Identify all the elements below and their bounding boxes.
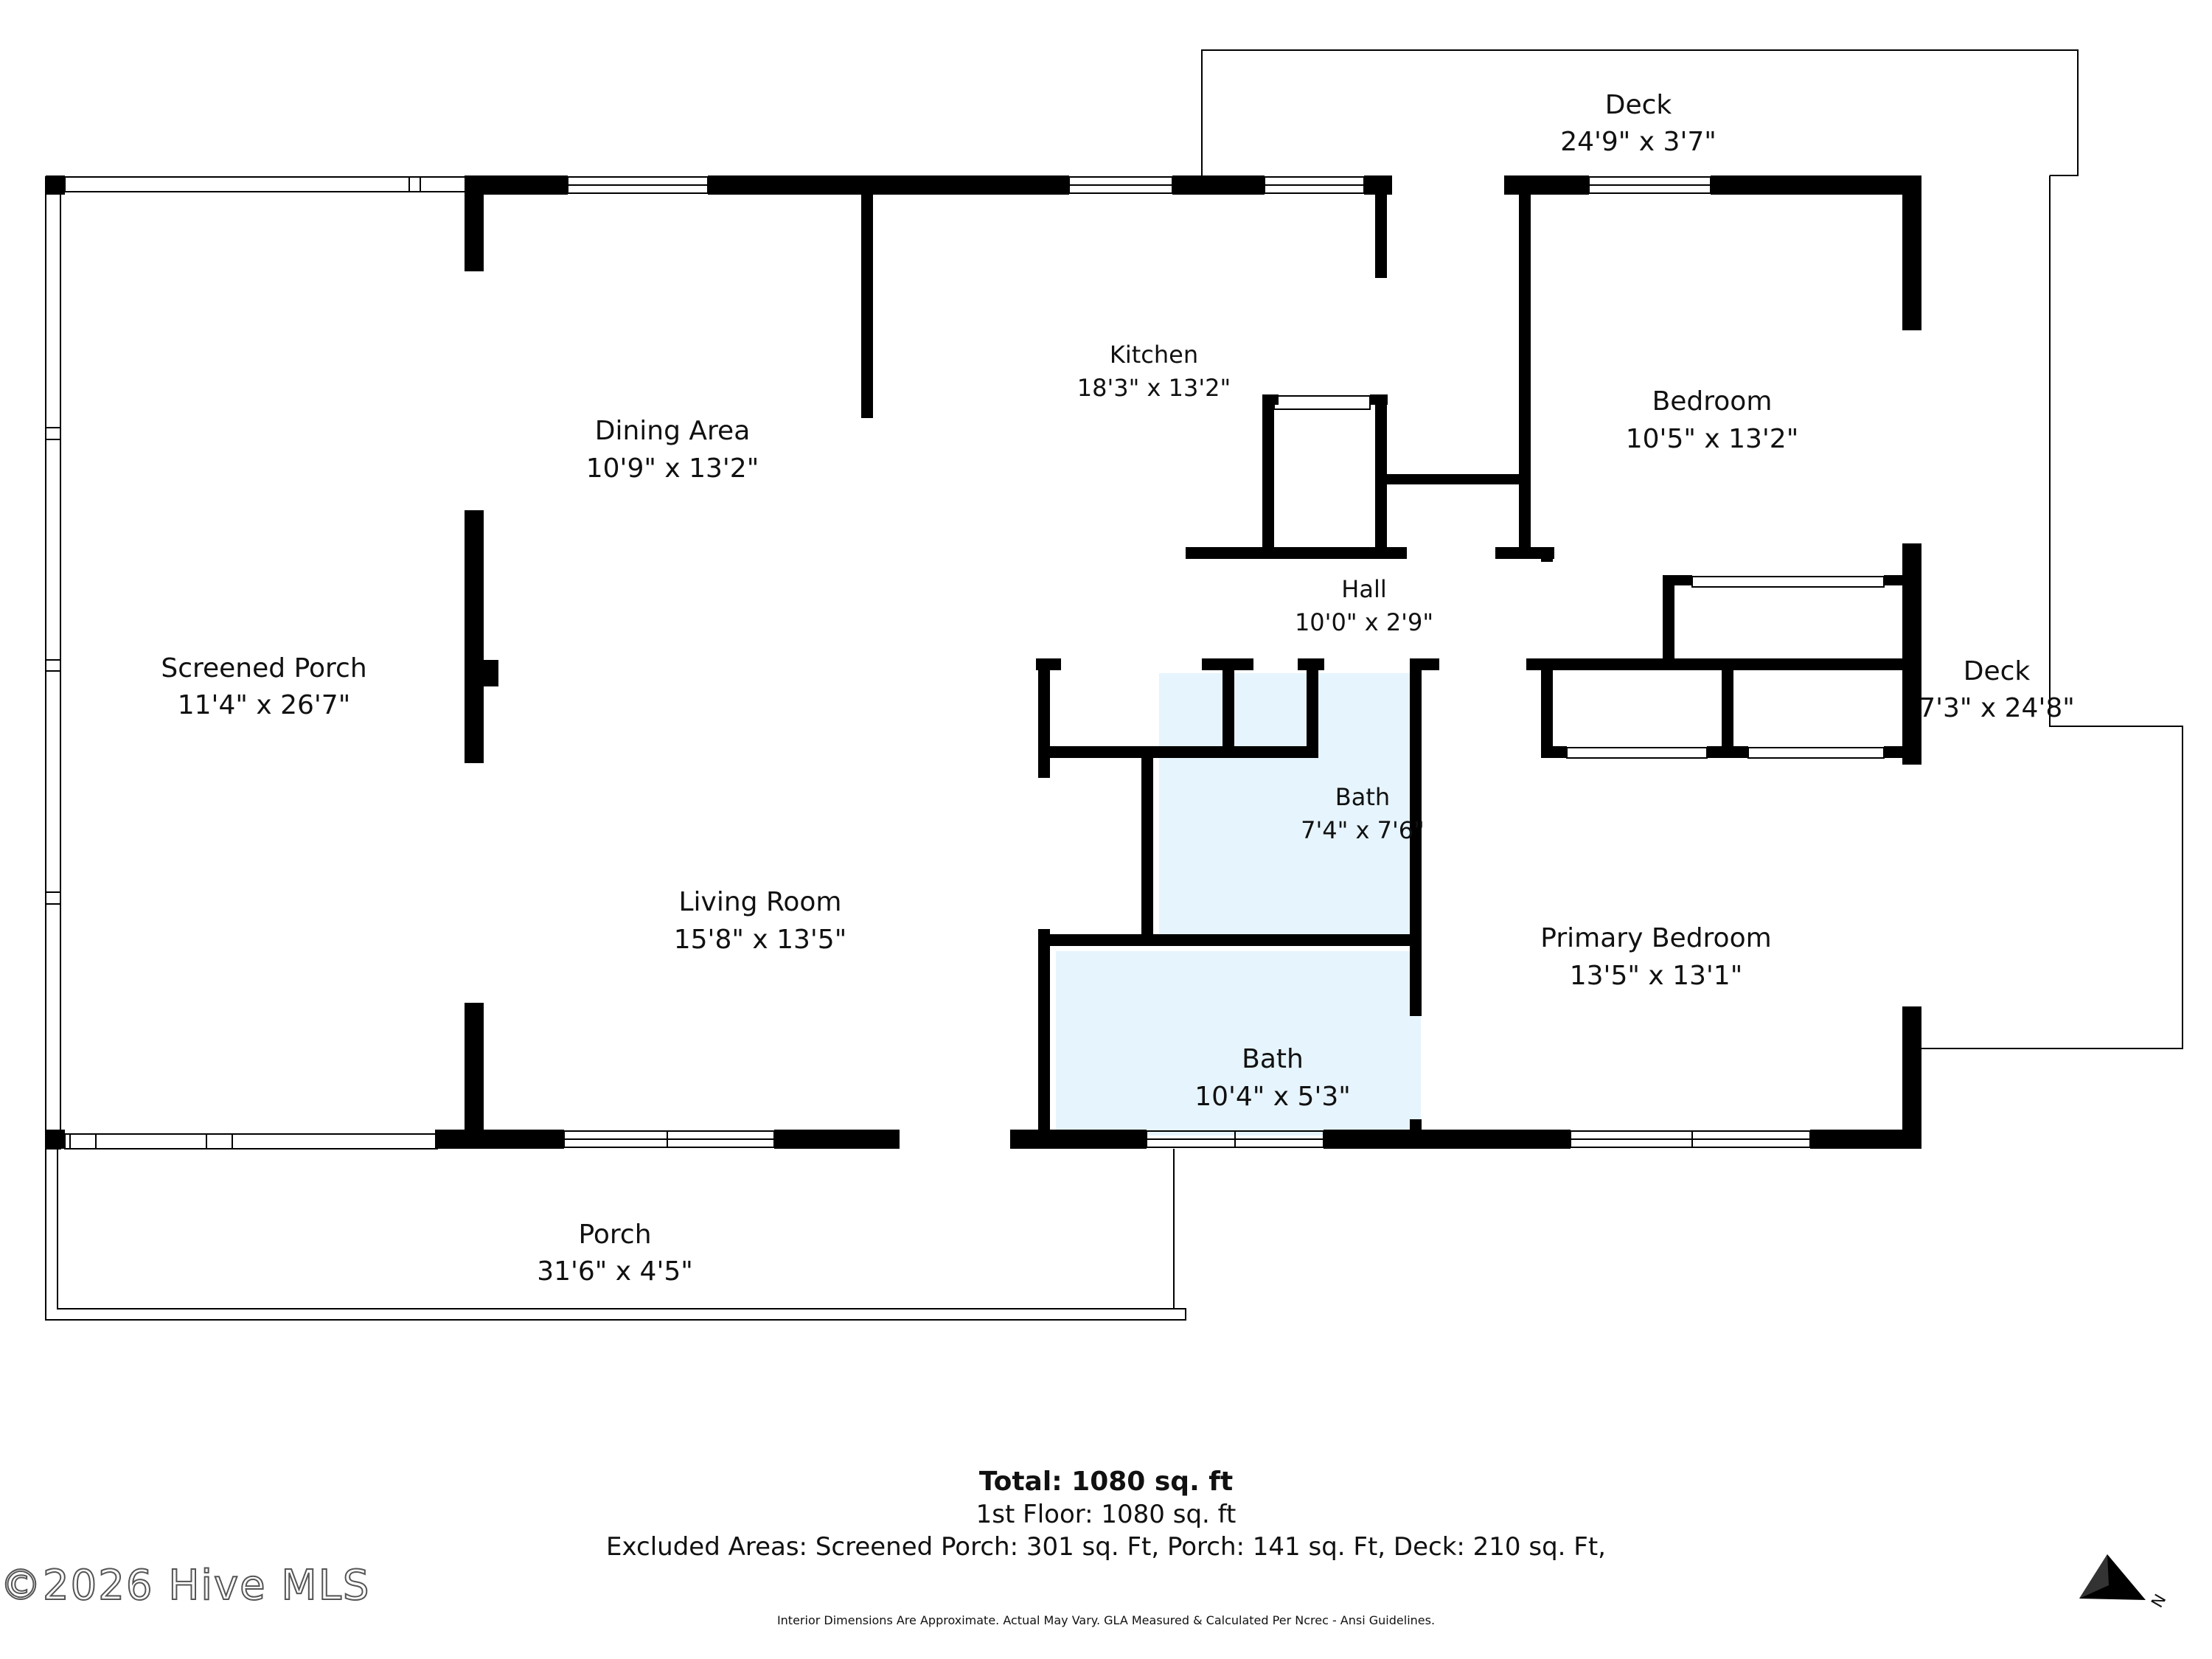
windows [563, 176, 1885, 1148]
dining-dims: 10'9" x 13'2" [586, 453, 759, 484]
bath-upper-fill [1159, 673, 1421, 940]
north-arrow-icon [2079, 1554, 2146, 1600]
compass-letter: N [2149, 1591, 2171, 1611]
hall-dims: 10'0" x 2'9" [1295, 608, 1433, 636]
area-summary: Total: 1080 sq. ft 1st Floor: 1080 sq. f… [0, 1466, 2212, 1563]
bath-lower-dims: 10'4" x 5'3" [1194, 1082, 1351, 1112]
living-room-name: Living Room [679, 887, 842, 917]
living-room-dims: 15'8" x 13'5" [674, 925, 847, 955]
porch-dims: 31'6" x 4'5" [537, 1256, 693, 1287]
bedroom-name: Bedroom [1652, 386, 1773, 417]
kitchen-name: Kitchen [1110, 341, 1198, 369]
bedroom-dims: 10'5" x 13'2" [1626, 424, 1799, 454]
deck-top-outline [1201, 49, 2079, 177]
deck-right-dims: 7'3" x 24'8" [1919, 693, 2075, 723]
porch-outline [45, 1149, 1186, 1321]
deck-top-name: Deck [1605, 90, 1672, 120]
deck-top-dims: 24'9" x 3'7" [1560, 127, 1717, 157]
porch-name: Porch [578, 1220, 651, 1250]
hall-name: Hall [1341, 575, 1386, 603]
bath-upper-dims: 7'4" x 7'6" [1301, 816, 1425, 844]
floor-line: 1st Floor: 1080 sq. ft [975, 1500, 1237, 1529]
dining-name: Dining Area [595, 416, 751, 446]
kitchen-dims: 18'3" x 13'2" [1077, 374, 1231, 402]
bath-lower-fill [1056, 951, 1421, 1135]
screened-porch-dims: 11'4" x 26'7" [178, 690, 351, 720]
total-line: Total: 1080 sq. ft [0, 1466, 2212, 1498]
deck-right-outline [1921, 175, 2183, 1049]
bath-lower-name: Bath [1242, 1044, 1304, 1074]
bath-upper-name: Bath [1335, 783, 1390, 811]
excluded-line: Excluded Areas: Screened Porch: 301 sq. … [606, 1532, 1606, 1562]
total-label: Total: [978, 1467, 1062, 1497]
walls [46, 175, 1921, 1149]
primary-bedroom-name: Primary Bedroom [1540, 923, 1771, 953]
watermark: ©2026 Hive MLS [0, 1561, 371, 1610]
primary-bedroom-dims: 13'5" x 13'1" [1570, 961, 1743, 991]
total-value: 1080 sq. ft [1071, 1467, 1234, 1497]
deck-right-name: Deck [1964, 656, 2031, 686]
screened-porch-name: Screened Porch [161, 653, 366, 684]
disclaimer: Interior Dimensions Are Approximate. Act… [776, 1613, 1436, 1627]
